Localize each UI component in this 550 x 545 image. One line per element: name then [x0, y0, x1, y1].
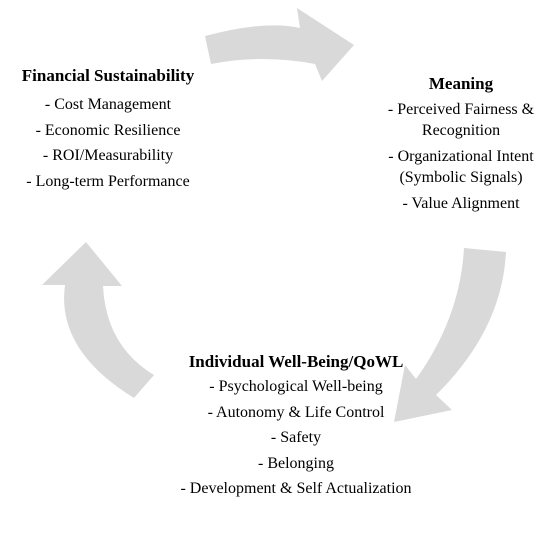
- node-item: - Autonomy & Life Control: [207, 403, 385, 421]
- arrow-financial-to-meaning: [205, 8, 354, 81]
- node-item: - Development & Self Actualization: [180, 480, 412, 497]
- node-title: Financial Sustainability: [21, 66, 195, 85]
- node-item: - Long-term Performance: [26, 172, 190, 190]
- node-item: - Organizational Intent (Symbolic Signal…: [388, 148, 534, 186]
- node-item: - Safety: [270, 429, 322, 446]
- node-item: - Value Alignment: [402, 195, 520, 212]
- node-item: - Perceived Fairness & Recognition: [387, 101, 535, 139]
- node-item: - Cost Management: [44, 96, 172, 113]
- node-item: - Economic Resilience: [35, 121, 181, 139]
- node-item: - ROI/Measurability: [42, 147, 174, 164]
- node-meaning: Meaning - Perceived Fairness & Recogniti…: [370, 74, 550, 219]
- node-title: Meaning: [428, 74, 494, 93]
- node-item: - Psychological Well-being: [209, 378, 383, 395]
- arrow-meaning-to-wellbeing: [394, 248, 506, 422]
- node-item: - Belonging: [258, 454, 334, 472]
- node-financial-sustainability: Financial Sustainability - Cost Manageme…: [2, 66, 214, 194]
- node-title: Individual Well-Being/QoWL: [188, 352, 404, 371]
- node-individual-wellbeing: Individual Well-Being/QoWL - Psychologic…: [176, 352, 416, 498]
- arrow-wellbeing-to-financial: [42, 242, 154, 398]
